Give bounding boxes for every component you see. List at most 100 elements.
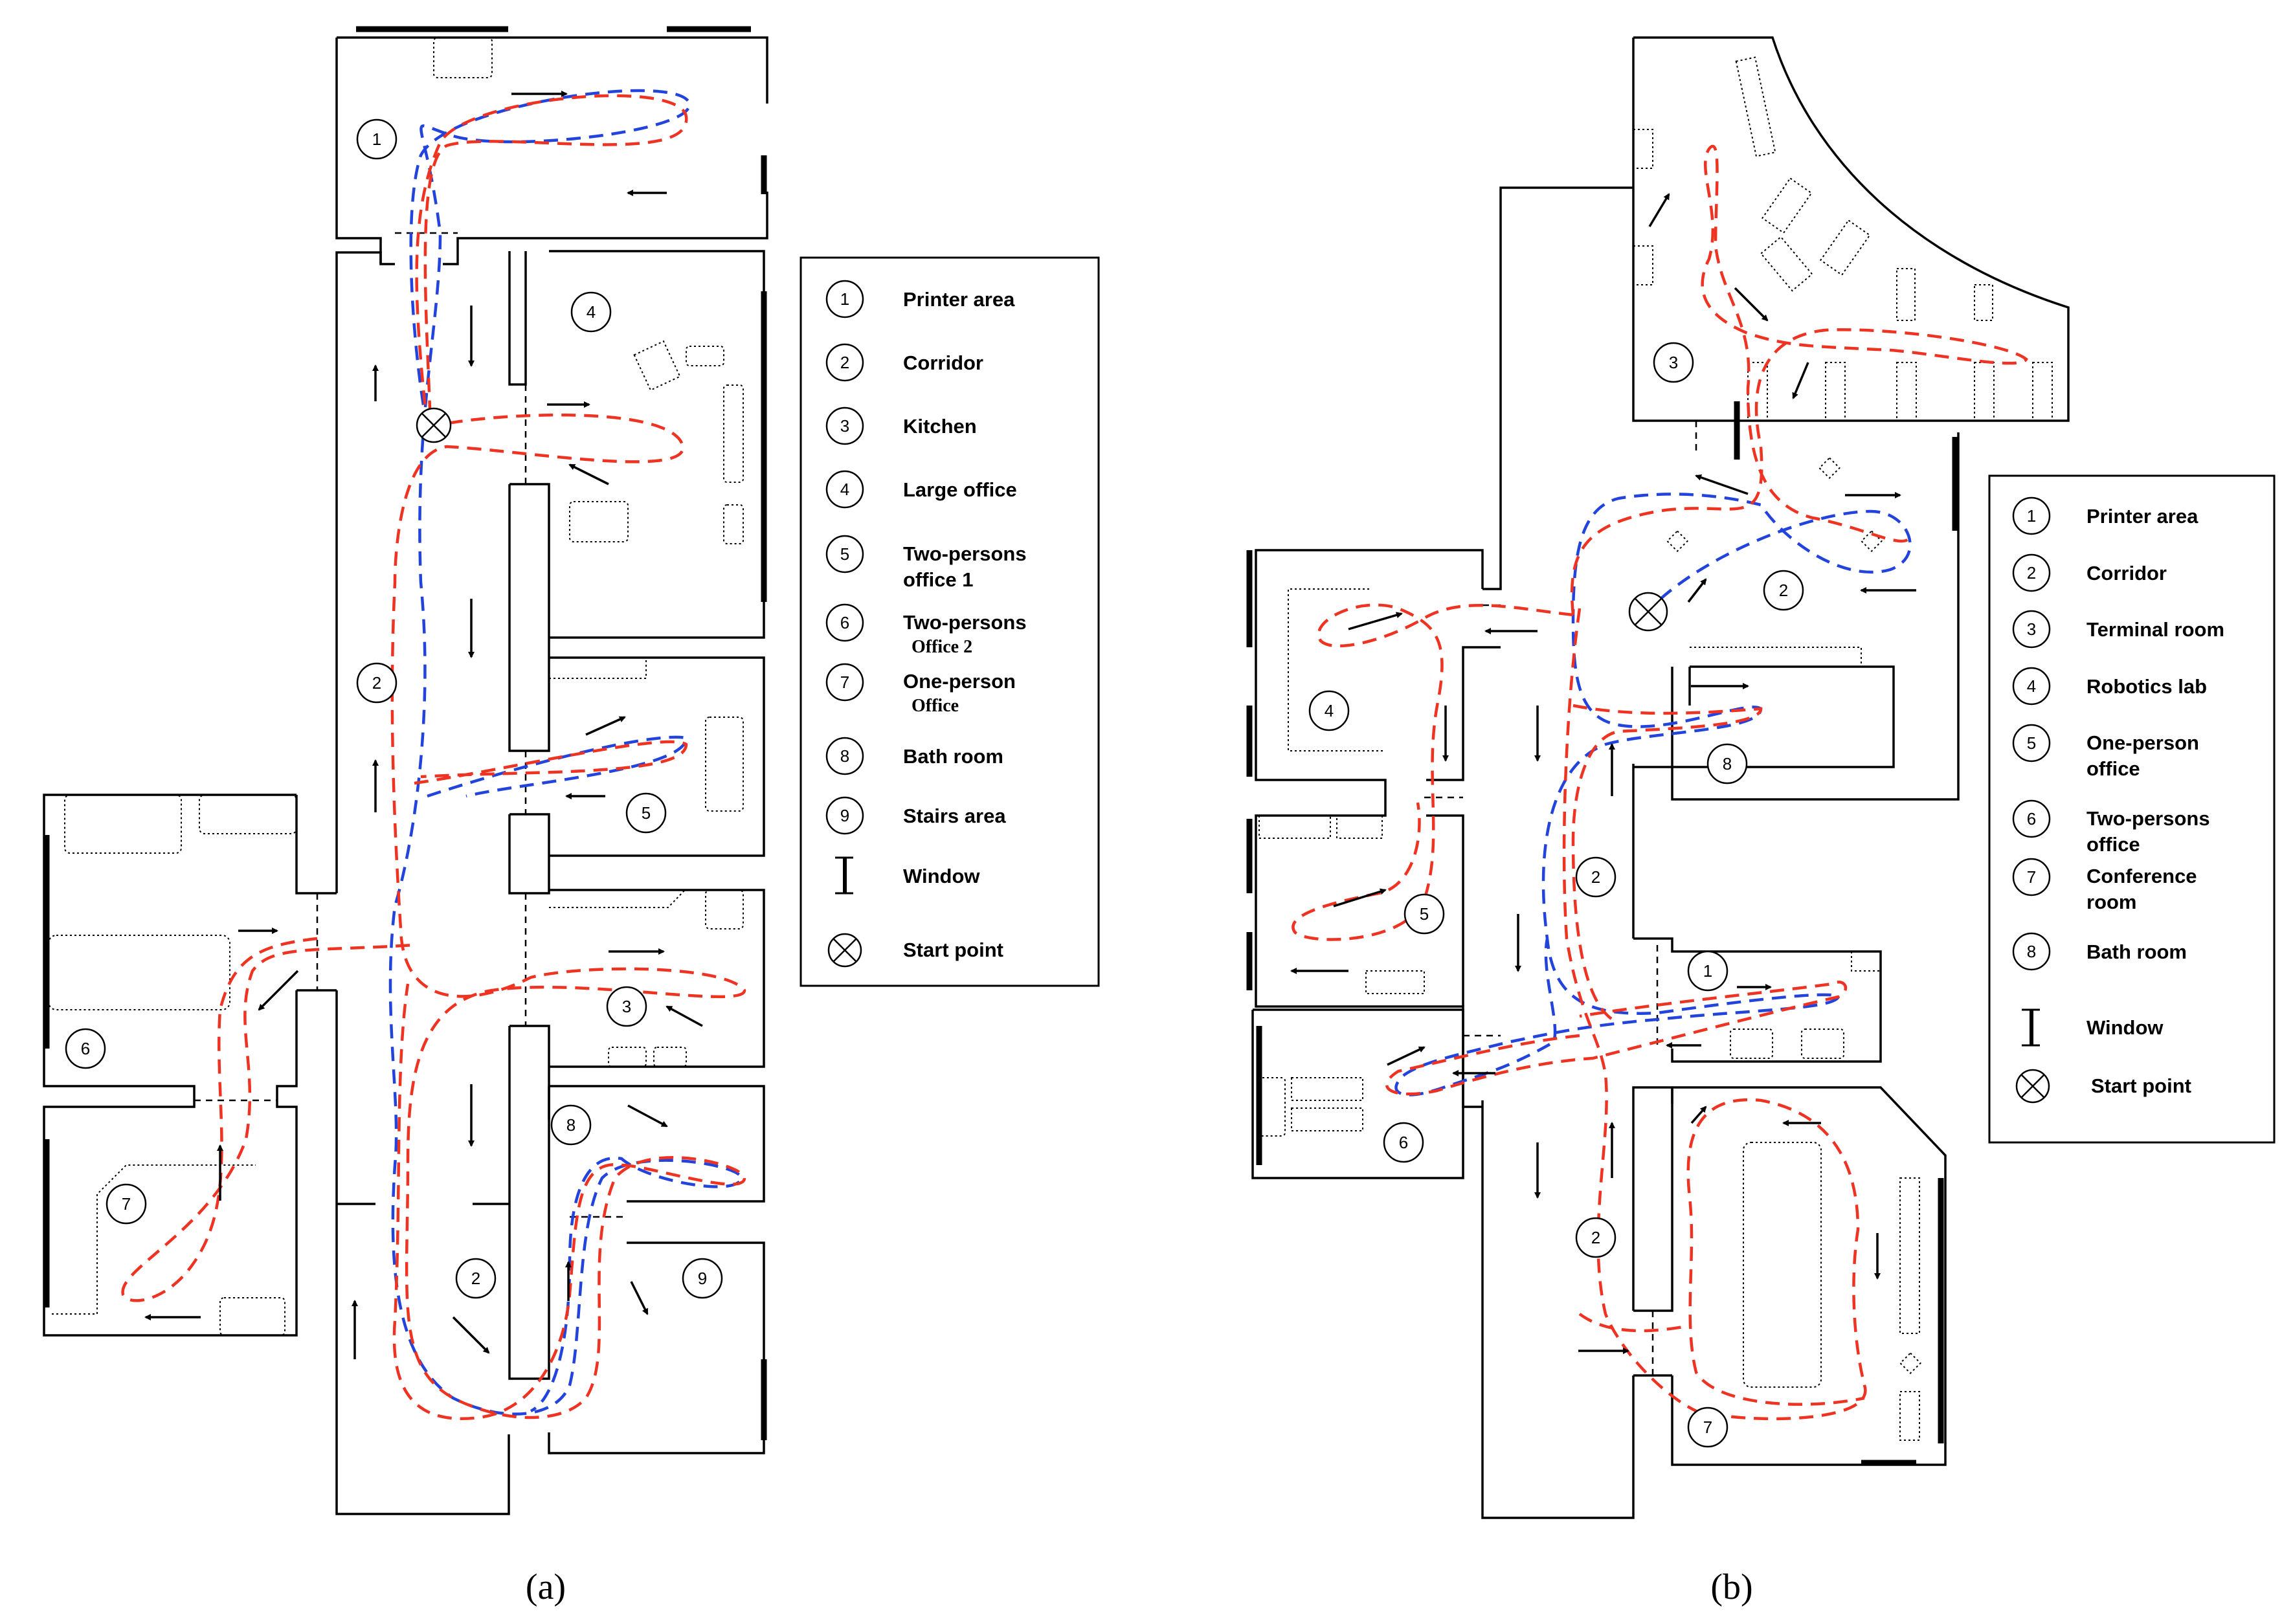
svg-text:3: 3 bbox=[1669, 353, 1678, 372]
room-marker-a-2-upper: 2 bbox=[356, 662, 397, 704]
caption-b: (b) bbox=[1710, 1567, 1752, 1607]
svg-text:7: 7 bbox=[122, 1194, 131, 1214]
svg-text:7: 7 bbox=[840, 673, 849, 692]
legend-a-item-2: 2 Corridor bbox=[825, 343, 983, 382]
room-marker-b-3: 3 bbox=[1653, 342, 1694, 383]
panel-b-robot-paths bbox=[1292, 144, 2028, 1421]
svg-text:Two-persons: Two-persons bbox=[903, 611, 1027, 634]
svg-text:Start point: Start point bbox=[903, 939, 1003, 961]
legend-a-item-4: 4 Large office bbox=[825, 470, 1017, 509]
svg-text:Window: Window bbox=[2086, 1016, 2164, 1039]
panel-b-start-point-marker bbox=[1628, 592, 1668, 632]
svg-text:One-person: One-person bbox=[903, 670, 1016, 693]
legend-b-item-7: 7 Conference room bbox=[2012, 858, 2197, 913]
svg-text:Office 2: Office 2 bbox=[912, 637, 972, 657]
room-marker-b-8: 8 bbox=[1706, 743, 1748, 784]
svg-text:3: 3 bbox=[840, 416, 849, 436]
panel-b-walls bbox=[1251, 36, 2070, 1519]
panel-a-windows bbox=[43, 26, 767, 1440]
svg-text:Large office: Large office bbox=[903, 478, 1017, 501]
panel-b-direction-arrows bbox=[1290, 193, 1916, 1354]
svg-text:2: 2 bbox=[2027, 563, 2036, 583]
svg-text:Kitchen: Kitchen bbox=[903, 415, 977, 438]
svg-text:Office: Office bbox=[912, 696, 959, 716]
svg-text:9: 9 bbox=[698, 1269, 707, 1288]
legend-b-item-5: 5 One-person office bbox=[2012, 724, 2199, 780]
svg-text:office: office bbox=[2086, 757, 2140, 780]
svg-text:6: 6 bbox=[840, 613, 849, 632]
panel-b-room-labels: 1 2 2 2 3 4 5 6 7 8 bbox=[1308, 342, 1804, 1448]
caption-a: (a) bbox=[526, 1567, 566, 1607]
room-marker-a-6: 6 bbox=[65, 1028, 106, 1069]
svg-text:2: 2 bbox=[840, 353, 849, 372]
svg-text:Bath room: Bath room bbox=[903, 745, 1003, 768]
svg-text:Corridor: Corridor bbox=[903, 351, 983, 374]
svg-text:One-person: One-person bbox=[2086, 731, 2199, 754]
room-marker-b-2-top: 2 bbox=[1763, 570, 1804, 611]
svg-text:4: 4 bbox=[840, 480, 849, 499]
room-marker-a-3: 3 bbox=[606, 986, 647, 1027]
panel-b-windows bbox=[1246, 401, 1958, 1466]
svg-text:2: 2 bbox=[471, 1269, 480, 1288]
svg-text:1: 1 bbox=[372, 129, 381, 149]
svg-text:2: 2 bbox=[1591, 867, 1600, 887]
svg-text:5: 5 bbox=[2027, 733, 2036, 753]
room-marker-b-2-bottom: 2 bbox=[1575, 1217, 1616, 1258]
room-marker-b-1: 1 bbox=[1687, 950, 1728, 992]
svg-text:5: 5 bbox=[840, 544, 849, 564]
svg-text:5: 5 bbox=[1420, 904, 1429, 924]
svg-text:8: 8 bbox=[566, 1115, 576, 1135]
room-marker-b-7: 7 bbox=[1687, 1407, 1728, 1448]
room-marker-a-7: 7 bbox=[106, 1183, 147, 1225]
legend-a-item-9: 9 Stairs area bbox=[825, 796, 1006, 835]
svg-text:7: 7 bbox=[2027, 867, 2036, 887]
svg-text:Printer area: Printer area bbox=[2086, 505, 2198, 528]
svg-text:room: room bbox=[2086, 891, 2137, 913]
panel-b-furniture bbox=[1258, 56, 2053, 1441]
legend-a-item-8: 8 Bath room bbox=[825, 737, 1003, 775]
room-marker-a-8: 8 bbox=[550, 1104, 592, 1146]
svg-text:7: 7 bbox=[1703, 1418, 1712, 1437]
svg-text:1: 1 bbox=[2027, 506, 2036, 526]
svg-text:Robotics lab: Robotics lab bbox=[2086, 675, 2207, 698]
legend-b-window: Window bbox=[2022, 1008, 2164, 1047]
svg-text:Stairs area: Stairs area bbox=[903, 805, 1006, 827]
room-marker-b-5: 5 bbox=[1404, 893, 1445, 935]
svg-text:8: 8 bbox=[840, 746, 849, 766]
svg-text:8: 8 bbox=[2027, 942, 2036, 961]
svg-text:6: 6 bbox=[81, 1039, 90, 1058]
svg-text:6: 6 bbox=[1399, 1133, 1408, 1152]
svg-text:8: 8 bbox=[1723, 754, 1732, 773]
room-marker-a-5: 5 bbox=[625, 792, 667, 834]
svg-text:Two-persons: Two-persons bbox=[2086, 807, 2210, 830]
panel-a-furniture bbox=[48, 37, 744, 1336]
room-marker-b-2-middle: 2 bbox=[1575, 856, 1616, 898]
svg-text:1: 1 bbox=[840, 289, 849, 309]
svg-text:Conference: Conference bbox=[2086, 865, 2197, 887]
svg-text:6: 6 bbox=[2027, 809, 2036, 829]
room-marker-a-9: 9 bbox=[682, 1258, 723, 1299]
panel-a-room-labels: 1 2 2 3 4 5 6 7 8 9 bbox=[65, 118, 723, 1299]
svg-text:4: 4 bbox=[2027, 676, 2036, 696]
legend-a-item-3: 3 Kitchen bbox=[825, 406, 977, 445]
panel-a-robot-paths bbox=[121, 89, 746, 1421]
room-marker-a-4: 4 bbox=[570, 291, 612, 333]
svg-text:9: 9 bbox=[840, 806, 849, 825]
svg-text:office 1: office 1 bbox=[903, 568, 974, 591]
room-marker-a-1: 1 bbox=[356, 118, 397, 160]
svg-text:Bath room: Bath room bbox=[2086, 940, 2187, 963]
svg-text:3: 3 bbox=[622, 997, 631, 1016]
legend-b-item-8: 8 Bath room bbox=[2012, 932, 2187, 971]
legend-b-start-point: Start point bbox=[2015, 1069, 2191, 1104]
legend-b-item-1: 1 Printer area bbox=[2012, 496, 2198, 535]
panel-b-floor-plan: 1 2 2 2 3 4 5 6 7 8 bbox=[1246, 36, 2070, 1519]
legend-a-window: Window bbox=[835, 856, 980, 895]
panel-b-doors bbox=[1424, 421, 1697, 1375]
svg-text:1: 1 bbox=[1703, 961, 1712, 981]
